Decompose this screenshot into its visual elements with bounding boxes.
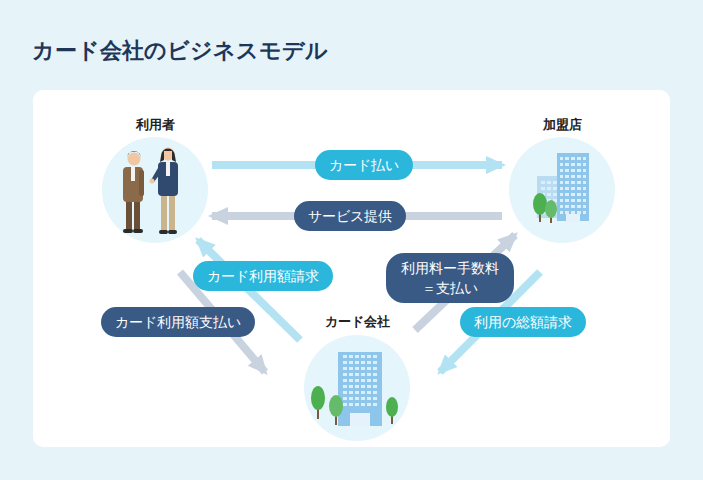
node-heading: 利用者: [85, 115, 225, 135]
edge-label: 利用の総額請求: [460, 307, 586, 337]
woman-figure: [150, 148, 179, 235]
company-building: [311, 352, 398, 426]
edge-label: カード払い: [315, 150, 413, 180]
entity-node: 加盟店: [492, 115, 632, 243]
node-heading: カード会社: [287, 312, 427, 332]
edge-label: 利用料ー手数料 ＝支払い: [386, 253, 514, 303]
edge-label: サービス提供: [294, 201, 406, 231]
diagram-title: カード会社のビジネスモデル: [32, 36, 328, 66]
node-heading: 加盟店: [492, 115, 632, 135]
entity-node: 利用者: [85, 115, 225, 243]
circle-fill: [509, 137, 615, 243]
entity-node: カード会社: [287, 312, 427, 441]
shop-buildings: [533, 153, 589, 223]
man-figure: [123, 151, 144, 233]
title-slot: カード会社のビジネスモデル: [32, 36, 328, 66]
node-circle: [509, 137, 615, 243]
node-circle: [304, 335, 410, 441]
panel-rect: [33, 90, 670, 447]
node-circle: [102, 137, 208, 243]
edge-label: カード利用額支払い: [101, 307, 255, 337]
circle-fill: [304, 335, 410, 441]
edge-label: カード利用額請求: [193, 261, 333, 291]
circle-fill: [102, 137, 208, 243]
